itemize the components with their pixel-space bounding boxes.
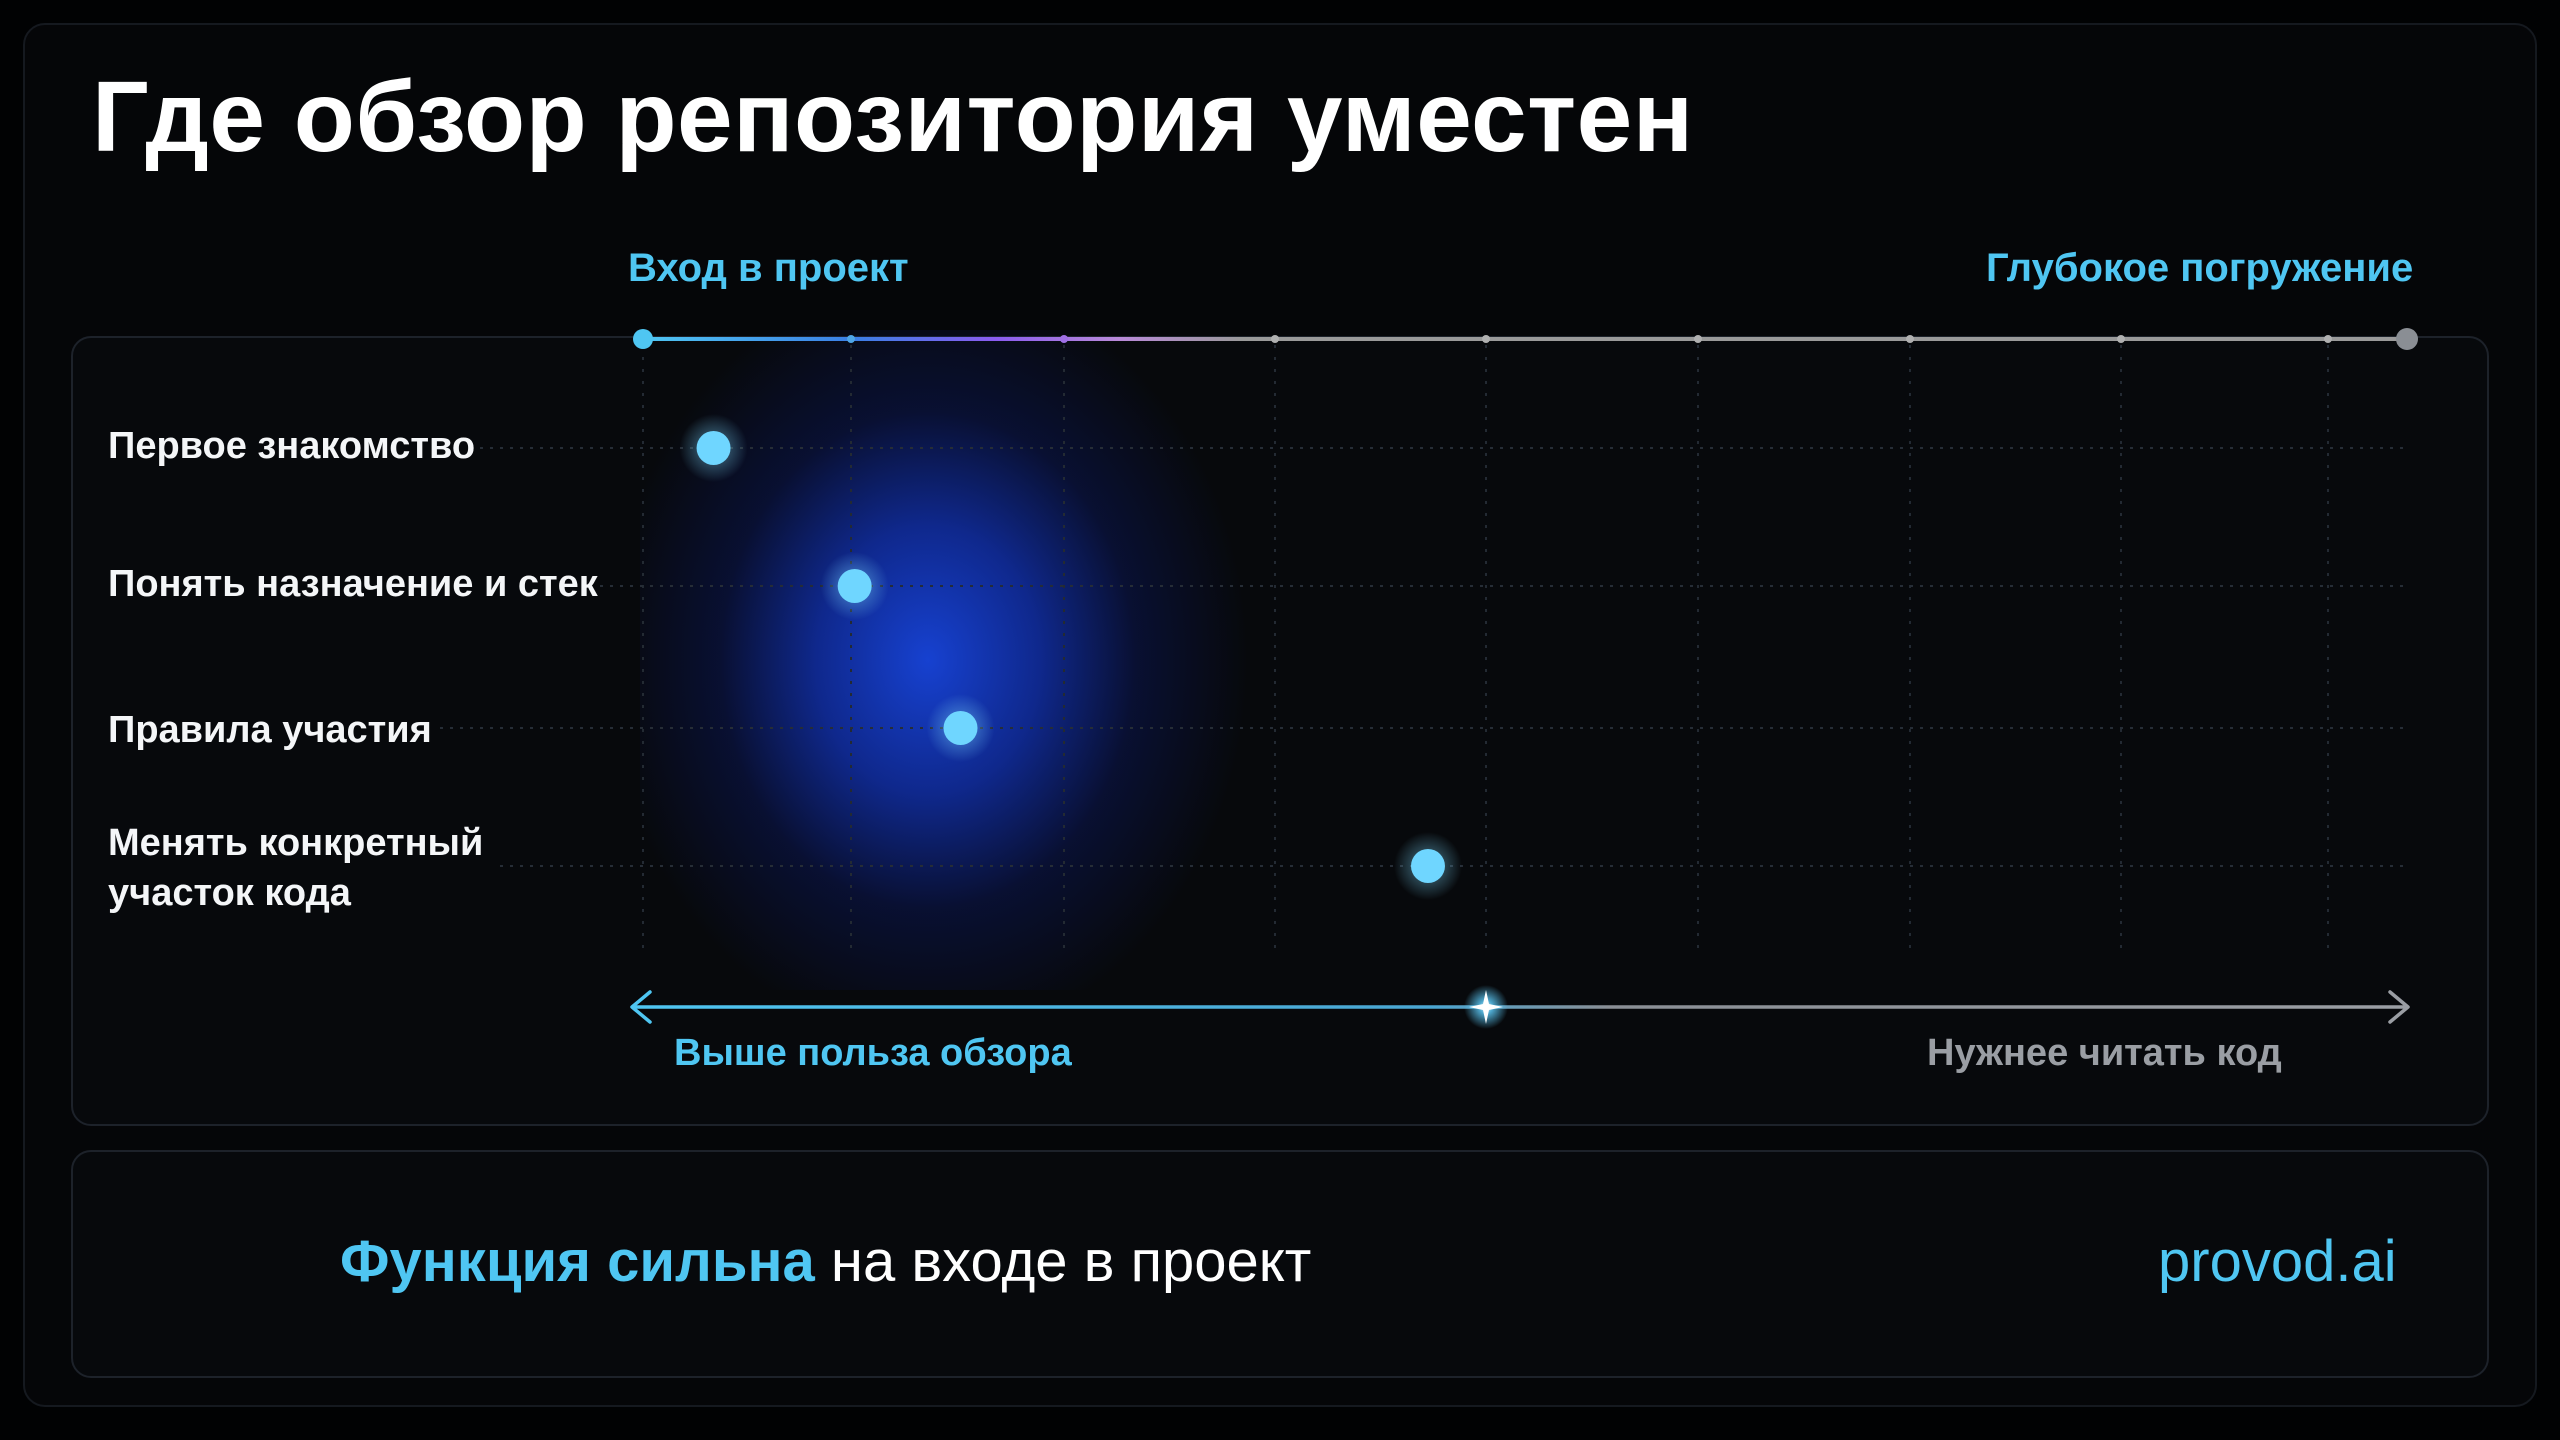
arrow-right-icon: [2388, 990, 2410, 1024]
row-label: Правила участия: [108, 705, 432, 755]
axis-tick: [1482, 335, 1490, 343]
axis-tick: [1694, 335, 1702, 343]
row-label: Менять конкретный участок кода: [108, 818, 483, 918]
axis-tick: [847, 335, 855, 343]
data-point: [696, 431, 731, 465]
row-label-line: Первое знакомство: [108, 425, 476, 467]
brand-logo-text: provod.ai: [2158, 1229, 2397, 1294]
bottom-right-label: Нужнее читать код: [1927, 1032, 2282, 1074]
row-label-line: Правила участия: [108, 709, 432, 751]
tagline-rest: на входе в проект: [814, 1229, 1312, 1294]
arrow-left-icon: [630, 990, 652, 1024]
data-points: [679, 414, 1462, 900]
axis-tick: [2324, 335, 2332, 343]
top-axis: [633, 328, 2418, 350]
axis-tick: [1060, 335, 1068, 343]
row-label: Понять назначение и стек: [108, 559, 598, 609]
axis-right-label: Глубокое погружение: [1986, 246, 2414, 290]
tagline-accent: Функция сильна: [340, 1229, 815, 1294]
data-point: [1410, 849, 1445, 883]
data-point: [837, 569, 872, 603]
tagline: Функция сильна на входе в проект: [340, 1228, 1311, 1295]
axis-start-dot: [633, 329, 653, 349]
axis-tick: [1906, 335, 1914, 343]
vertical-gridlines: [642, 345, 2329, 950]
axis-left-label: Вход в проект: [628, 246, 909, 290]
row-label: Первое знакомство: [108, 421, 475, 471]
data-point: [943, 711, 978, 745]
axis-tick: [2117, 335, 2125, 343]
sparkle-icon: [1469, 990, 1503, 1024]
row-label-line: участок кода: [108, 872, 351, 914]
bottom-axis: [630, 985, 2410, 1029]
row-label-line: Менять конкретный: [108, 822, 484, 864]
row-gridlines: [440, 447, 2405, 867]
bottom-left-label: Выше польза обзора: [674, 1032, 1072, 1074]
row-label-line: Понять назначение и стек: [108, 563, 598, 605]
axis-tick: [1271, 335, 1279, 343]
summary-panel: [71, 1150, 2489, 1378]
axis-end-dot: [2396, 328, 2418, 350]
chart-panel: [71, 336, 2489, 1126]
page-title: Где обзор репозитория уместен: [92, 61, 1694, 173]
